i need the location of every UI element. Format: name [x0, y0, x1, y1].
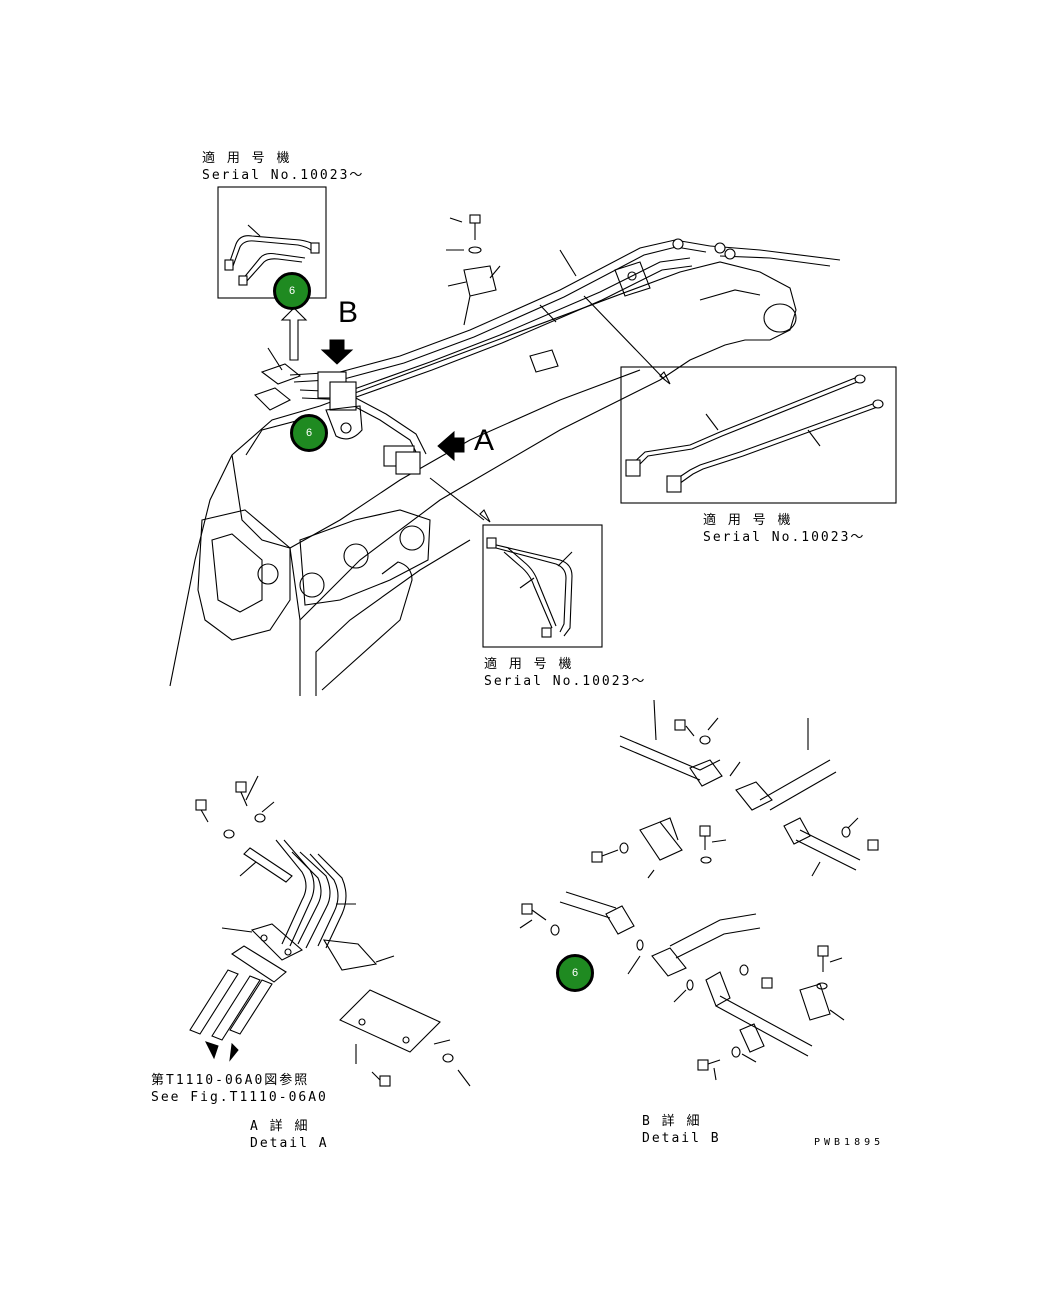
view-marker-a: A	[474, 424, 495, 457]
reference-label-jp: 第T1110-06A0図参照	[151, 1073, 310, 1088]
serial-label-right-jp: 適 用 号 機	[703, 513, 793, 528]
detail-b-drawing	[519, 699, 879, 1081]
detail-b-title-jp: B 詳 細	[642, 1114, 702, 1129]
detail-b-title-en: Detail B	[642, 1131, 721, 1146]
drawing-code: PWB1895	[814, 1137, 885, 1148]
detail-a-drawing	[189, 775, 471, 1087]
detail-a-title-jp: A 詳 細	[250, 1119, 310, 1134]
serial-label-top-jp: 適 用 号 機	[202, 151, 292, 166]
callout-6-top[interactable]: 6	[273, 272, 311, 310]
callout-6-boom[interactable]: 6	[290, 414, 328, 452]
inset-right	[620, 366, 897, 504]
serial-label-right-en: Serial No.10023～	[703, 530, 866, 545]
reference-label-en: See Fig.T1110-06A0	[151, 1090, 328, 1105]
inset-middle	[482, 524, 603, 648]
detail-a-title-en: Detail A	[250, 1136, 329, 1151]
boom-assembly	[169, 214, 841, 696]
callout-6-detail-b[interactable]: 6	[556, 954, 594, 992]
serial-label-middle-en: Serial No.10023～	[484, 674, 647, 689]
view-marker-b: B	[338, 296, 359, 329]
serial-label-top-en: Serial No.10023～	[202, 168, 365, 183]
serial-label-middle-jp: 適 用 号 機	[484, 657, 574, 672]
inset-upper-left	[217, 186, 327, 299]
